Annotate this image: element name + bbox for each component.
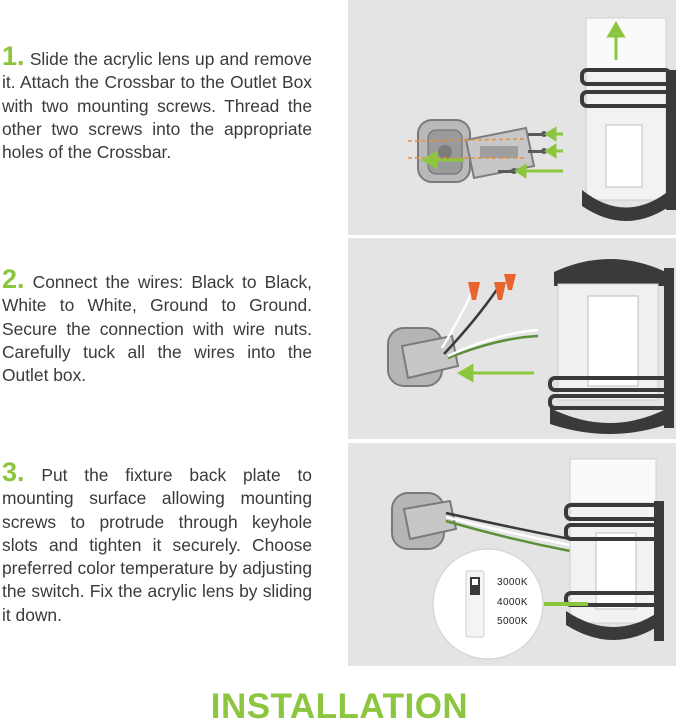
- wire-nut-icon: [468, 274, 516, 300]
- step-3-text: Put the fixture back plate to mounting s…: [2, 465, 312, 625]
- light-fixture-illustration: [548, 259, 674, 434]
- step-1-number: 1.: [2, 41, 25, 71]
- outlet-box-illustration: [417, 119, 471, 183]
- page-title: INSTALLATION: [210, 687, 469, 726]
- step-3-illustration: [348, 443, 676, 666]
- switch-option-4000k: 4000K: [497, 597, 528, 608]
- step-3: 3. Put the fixture back plate to mountin…: [2, 459, 312, 627]
- step-2-number: 2.: [2, 264, 25, 294]
- outlet-box-illustration: [391, 492, 458, 550]
- light-fixture-illustration: [564, 458, 664, 641]
- switch-option-5000k: 5000K: [497, 616, 528, 627]
- switch-option-3000k: 3000K: [497, 577, 528, 588]
- step-2-text: Connect the wires: Black to Black, White…: [2, 272, 312, 386]
- step-3-number: 3.: [2, 457, 25, 487]
- step-1: 1. Slide the acrylic lens up and remove …: [2, 43, 312, 164]
- color-temperature-switch-detail: [432, 548, 544, 660]
- wires-illustration: [440, 285, 539, 360]
- light-fixture-illustration: [580, 17, 676, 221]
- step-1-illustration: [348, 0, 676, 235]
- crossbar-illustration: [464, 126, 536, 180]
- step-2: 2. Connect the wires: Black to Black, Wh…: [2, 266, 312, 387]
- step-2-illustration: [348, 238, 676, 439]
- step-1-text: Slide the acrylic lens up and remove it.…: [2, 49, 312, 163]
